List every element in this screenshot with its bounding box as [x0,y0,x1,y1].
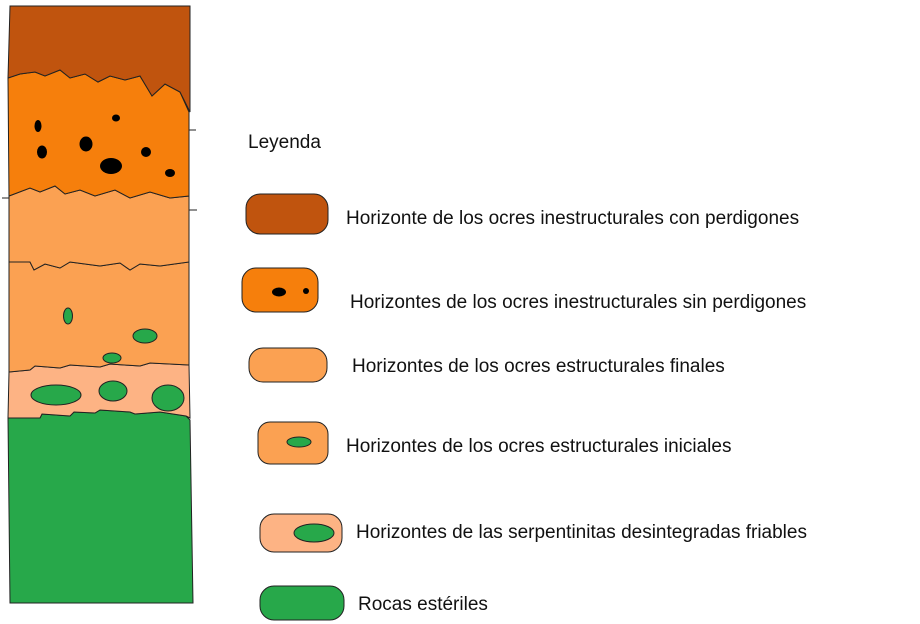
layer-ocres-estructurales-iniciales [8,261,190,373]
perdigon [34,120,42,132]
legend-label: Rocas estériles [358,594,488,615]
legend-swatch-con-perdigones [245,193,329,235]
serpentinite-inclusion [286,436,312,448]
serpentinite-inclusion [63,307,73,325]
serpentinite-inclusion [98,380,128,402]
serpentinite-inclusions-group [30,307,185,412]
legend-label: Horizontes de las serpentinitas desinteg… [356,522,807,543]
swatch-shape [259,585,345,621]
perdigon [112,114,120,122]
legend-label: Horizonte de los ocres inestructurales c… [346,208,800,229]
layer-ocres-inestructurales-con-perdigones [7,5,191,113]
perdigon [165,169,175,177]
legend-label: Horizontes de los ocres inestructurales … [350,292,807,313]
layer-rocas-esteriles [7,409,194,604]
layer-ocres-inestructurales-sin-perdigones [7,69,190,199]
perdigon [100,158,122,174]
legend-label: Horizontes de los ocres estructurales fi… [352,356,725,377]
legend-swatch-estructurales-finales [248,347,328,383]
legend-swatch-serpentinitas-friables [259,513,343,553]
serpentinite-inclusion [132,328,158,344]
legend-title: Leyenda [248,132,321,153]
layer-ocres-estructurales-finales [8,185,190,271]
legend-swatch-rocas-esteriles [259,585,345,621]
serpentinite-inclusion [102,352,122,364]
legend-swatch-estructurales-iniciales [257,421,329,465]
serpentinite-inclusion [151,384,185,412]
swatch-shape [248,347,328,383]
perdigon [272,287,286,297]
perdigon [141,147,151,157]
soil-profile-column [2,5,197,604]
perdigon [37,145,47,159]
perdigon [303,288,309,294]
legend-swatch-sin-perdigones [241,267,319,313]
serpentinite-inclusion [293,523,335,543]
serpentinite-inclusion [30,384,82,406]
swatch-shape [245,193,329,235]
perdigones-group [34,114,175,177]
legend-label: Horizontes de los ocres estructurales in… [346,436,732,457]
perdigon [79,136,93,152]
